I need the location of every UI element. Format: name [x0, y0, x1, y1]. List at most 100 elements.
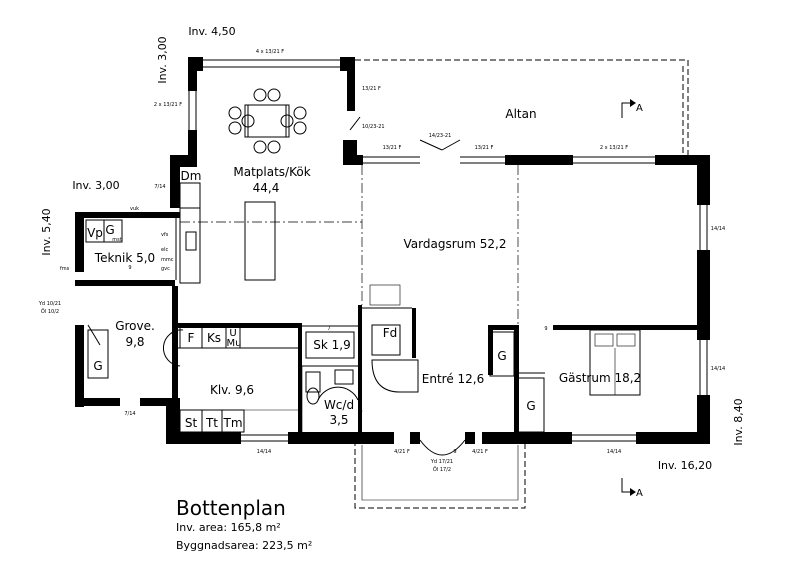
altan-outline	[355, 59, 689, 155]
tm-box	[221, 409, 245, 433]
label-elc: elc	[161, 247, 168, 253]
w-altan-4: 2 x 13/21 F	[600, 145, 628, 151]
room-labels: Altan Matplats/Kök 44,4 Vardagsrum 52,2 …	[94, 107, 641, 427]
room-matplats: Matplats/Kök	[233, 165, 310, 179]
room-grove: Grove.	[115, 319, 155, 333]
w-bottom-gast: 14/14	[607, 449, 621, 455]
room-altan: Altan	[505, 107, 536, 121]
dim-left-vertical: Inv. 5,40	[40, 208, 53, 255]
g-entre-box	[489, 331, 515, 377]
sink-icon	[334, 369, 354, 385]
label-g-small: G	[105, 223, 114, 237]
section-arrow-bottom-icon	[621, 478, 636, 496]
kitchen-counter	[179, 207, 201, 284]
label-vfs: vfs	[161, 232, 169, 238]
label-mmc: mmc	[161, 257, 174, 263]
g-gast-box	[517, 377, 545, 433]
room-klv: Klv. 9,6	[210, 383, 254, 397]
w-grove-side: 7/14	[124, 411, 135, 417]
plan-title: Bottenplan	[176, 496, 286, 520]
door-swing-grove	[162, 329, 184, 367]
door-swing-wc	[317, 386, 359, 401]
door-swing-entre	[419, 439, 466, 456]
label-tm: Tm	[222, 416, 242, 430]
w-altan-3: 13/21 F	[475, 145, 494, 151]
label-st: St	[185, 416, 198, 430]
door-swing-altan	[419, 139, 443, 151]
num-9-klv: 9	[174, 368, 177, 374]
label-vuk: vuk	[130, 206, 139, 212]
label-mu: Mu	[227, 338, 242, 349]
w-kok-side: 7/14	[154, 184, 165, 190]
dim-right-vertical: Inv. 8,40	[732, 398, 745, 445]
label-ks: Ks	[207, 331, 221, 345]
label-g-entre: G	[497, 349, 506, 363]
num-7-sk: 7	[327, 326, 330, 332]
label-g-grove: G	[93, 359, 102, 373]
w-left-kok: 2 x 13/21 F	[154, 102, 182, 108]
label-u: U	[229, 328, 236, 339]
label-gvc: gvc	[161, 266, 170, 272]
label-tt: Tt	[205, 416, 218, 430]
w-mid-door: 14/23-21	[429, 133, 452, 139]
label-fms: fms	[60, 266, 70, 272]
w-yd-left-2: Öl 10/2	[41, 308, 59, 315]
g-grove-box	[87, 329, 109, 379]
room-matplats-area: 44,4	[253, 181, 280, 195]
room-fd: Fd	[383, 326, 398, 340]
room-gastrum: Gästrum 18,2	[559, 371, 641, 385]
dim-top: Inv. 4,50	[188, 25, 235, 38]
label-g-gast: G	[526, 399, 535, 413]
section-arrow-top-icon	[621, 99, 636, 118]
inv-area: Inv. area: 165,8 m²	[176, 521, 281, 534]
toilet-icon	[305, 371, 321, 405]
room-entre: Entré 12,6	[422, 372, 484, 386]
dim-bottom-right: Inv. 16,20	[658, 459, 712, 472]
label-vp: Vp	[87, 226, 103, 240]
fireplace-icon	[369, 284, 419, 393]
w-yd-bottom-1: Yd 17/21	[430, 459, 453, 465]
dimension-labels: Inv. 4,50 Inv. 3,00 Inv. 3,00 Inv. 5,40 …	[40, 25, 745, 472]
num-9-teknik: 9	[128, 265, 131, 271]
door-swing-yd	[87, 324, 101, 346]
w-altan-1: 13/21 F	[362, 86, 381, 92]
porch-outline	[354, 440, 526, 509]
dining-table	[228, 88, 307, 154]
room-sk: Sk 1,9	[313, 338, 350, 352]
door-swing-altan-2	[441, 139, 461, 151]
kitchen-island	[244, 201, 276, 281]
label-f: F	[188, 331, 195, 345]
window-labels: 4 x 13/21 F 2 x 13/21 F 13/21 F 10/23-21…	[38, 49, 725, 473]
w-top: 4 x 13/21 F	[256, 49, 284, 55]
num-9-grove: 9	[174, 301, 177, 307]
u-box	[225, 325, 241, 349]
w-entre-1: 4/21 F	[394, 449, 410, 455]
num-9-wc: 9	[359, 409, 362, 415]
dim-left-mid: Inv. 3,00	[72, 179, 119, 192]
label-mst: mst	[112, 237, 121, 243]
num-9-entre: 9	[453, 449, 456, 455]
fixture-labels: Dm Vp G mst vfs elc mmc gvc fms vuk F Ks…	[60, 169, 536, 430]
w-yd-bottom-2: Öl 17/2	[433, 466, 451, 473]
w-altan-door: 10/23-21	[362, 124, 385, 130]
section-mark-bottom: A	[636, 488, 643, 499]
stove-icon	[185, 231, 197, 251]
section-mark-top: A	[636, 103, 643, 114]
w-bottom-klv: 14/14	[257, 449, 271, 455]
porch-inner	[361, 445, 519, 501]
w-yd-left-1: Yd 10/21	[38, 301, 61, 307]
bed-icon	[589, 329, 641, 396]
label-dm: Dm	[181, 169, 202, 183]
room-grove-area: 9,8	[125, 335, 144, 349]
w-altan-2: 13/21 F	[383, 145, 402, 151]
room-vardagsrum: Vardagsrum 52,2	[404, 237, 507, 251]
w-entre-2: 4/21 F	[472, 449, 488, 455]
title-block: Bottenplan Inv. area: 165,8 m² Byggnadsa…	[176, 496, 312, 552]
room-wc-area: 3,5	[329, 413, 348, 427]
w-right-1: 14/14	[711, 226, 725, 232]
bygg-area: Byggnadsarea: 223,5 m²	[176, 539, 312, 552]
room-wc: Wc/d	[324, 398, 354, 412]
dishwasher-box	[179, 182, 201, 209]
door-swing-kok	[349, 116, 361, 131]
